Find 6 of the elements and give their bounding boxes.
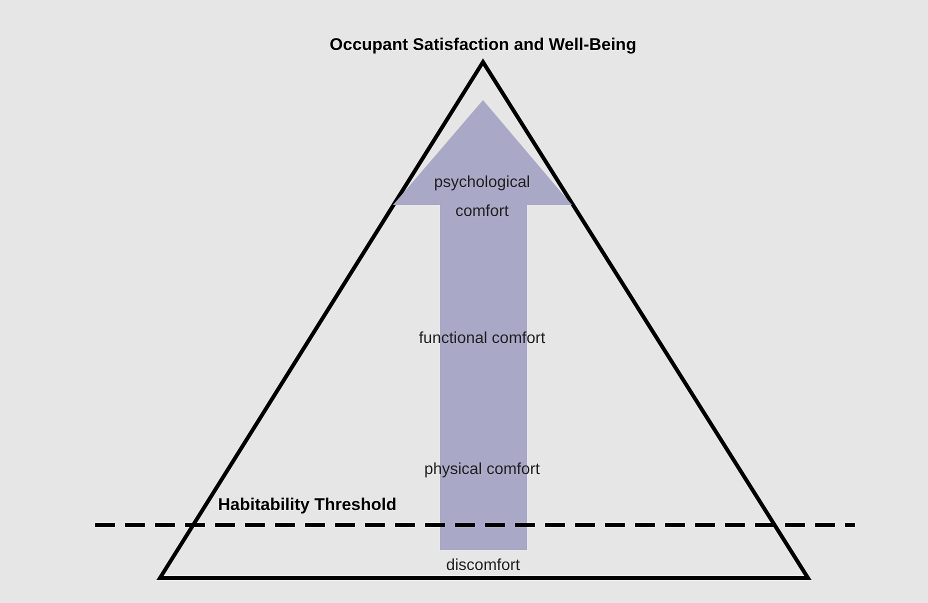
level-label: physical comfort [423,460,541,480]
level-label: functional comfort [418,329,546,349]
threshold-label: Habitability Threshold [218,494,398,516]
title: Occupant Satisfaction and Well-Being [328,34,638,56]
level-label: psychological comfort [432,173,532,222]
level-label: discomfort [445,556,521,576]
